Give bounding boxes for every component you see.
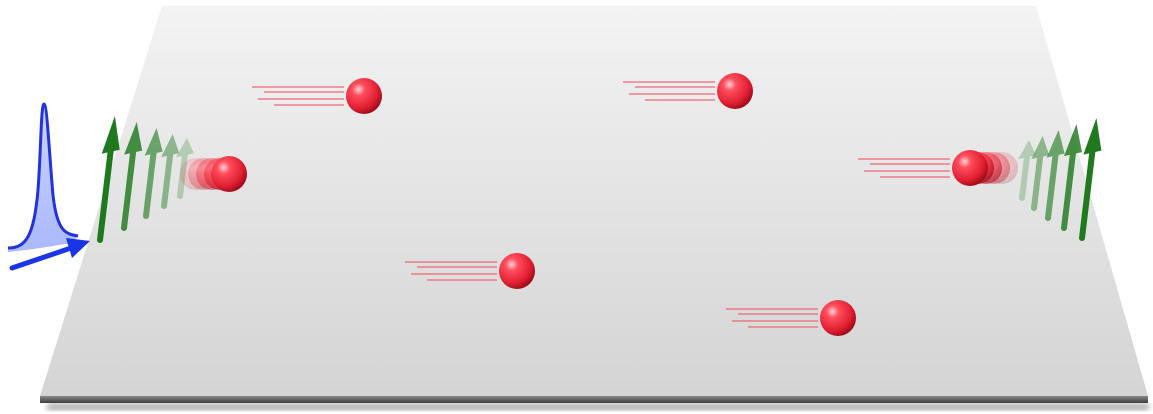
injection-pulse xyxy=(8,104,90,268)
surface-shadow xyxy=(46,404,1150,410)
electron-sphere xyxy=(346,78,382,114)
electron-sphere xyxy=(499,253,535,289)
surface-side xyxy=(40,396,1148,403)
electron-sphere xyxy=(717,73,753,109)
surface-slab xyxy=(40,6,1150,410)
electron-sphere xyxy=(820,300,856,336)
electron-sphere xyxy=(952,150,988,186)
surface-top xyxy=(40,6,1148,396)
electron-sphere xyxy=(211,156,247,192)
pulse-area xyxy=(8,104,78,252)
particle-left-emitted xyxy=(180,156,247,192)
